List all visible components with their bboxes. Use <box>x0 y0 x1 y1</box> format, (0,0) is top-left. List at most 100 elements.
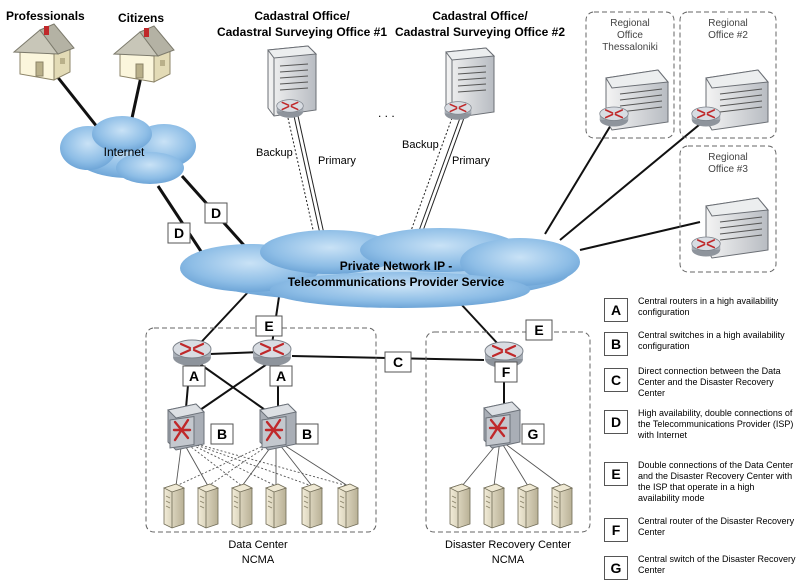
regional-3-line2: Office #3 <box>708 164 748 175</box>
label-e2: E <box>534 322 543 338</box>
backup-label-1: Backup <box>256 147 293 159</box>
regional-2-line2: Office #2 <box>708 30 748 41</box>
label-box-d1 <box>167 222 191 244</box>
router-a1-label: A <box>189 368 199 384</box>
primary-link-1a <box>293 115 325 253</box>
primary-link-2b <box>415 117 465 251</box>
label-c: C <box>393 354 403 370</box>
switch-g-label: G <box>528 426 539 442</box>
legend-item-e: E Double connections of the Data Center … <box>604 460 798 503</box>
backup-label-2: Backup <box>402 139 439 151</box>
recovery-server-1-icon <box>449 483 471 529</box>
legend-text-d: High availability, double connections of… <box>638 408 794 440</box>
legend-key-f: F <box>604 518 628 542</box>
internet-label: Internet <box>104 145 145 159</box>
label-box-c <box>384 351 412 373</box>
private-network-line1: Private Network IP - <box>340 259 453 273</box>
professionals-label: Professionals <box>6 9 85 23</box>
regional-3-box <box>679 145 777 273</box>
recovery-server-3-icon <box>517 483 539 529</box>
cadastral-office-1-router-icon <box>275 98 305 119</box>
data-center-server-4-icon <box>265 483 287 529</box>
link-a1-b2 <box>199 363 269 413</box>
link-professionals-internet <box>50 69 100 129</box>
cadastral-office-2-line2: Cadastral Surveying Office #2 <box>395 25 565 39</box>
cadastral-office-2-router-icon <box>443 100 473 121</box>
data-center-org: NCMA <box>242 554 275 566</box>
legend-key-a: A <box>604 298 628 322</box>
label-box-e2 <box>525 319 553 341</box>
legend-item-d: D High availability, double connections … <box>604 408 798 440</box>
cadastral-office-1-line1: Cadastral Office/ <box>254 9 350 23</box>
label-box-e1 <box>255 315 283 337</box>
legend-item-a: A Central routers in a high availability… <box>604 296 798 328</box>
recovery-server-4-icon <box>551 483 573 529</box>
data-center-router-2-icon <box>251 338 293 368</box>
legend-item-f: F Central router of the Disaster Recover… <box>604 516 798 548</box>
legend-key-c: C <box>604 368 628 392</box>
data-center-server-2-icon <box>197 483 219 529</box>
regional-thessaloniki-line3: Thessaloniki <box>602 42 658 53</box>
private-network-line2: Telecommunications Provider Service <box>288 275 505 289</box>
regional-3-line1: Regional <box>708 152 747 163</box>
legend-text-a: Central routers in a high availability c… <box>638 296 779 317</box>
regional-2-router-icon <box>690 106 722 128</box>
more-offices-ellipsis: . . . <box>378 106 395 120</box>
recovery-center-org: NCMA <box>492 554 525 566</box>
cadastral-links <box>287 115 465 253</box>
switch-b2-label: B <box>302 426 312 442</box>
switch-b1-label: B <box>217 426 227 442</box>
regional-2-line1: Regional <box>708 18 747 29</box>
data-center-switch-2-icon <box>258 402 298 452</box>
regional-thessaloniki-box <box>585 11 675 139</box>
regional-2-box <box>679 11 777 139</box>
citizens-house-icon <box>113 25 175 83</box>
data-center-name: Data Center <box>228 539 288 551</box>
legend-item-b: B Central switches in a high availabilit… <box>604 330 798 362</box>
label-d2: D <box>211 205 221 221</box>
private-network-cloud <box>180 228 580 308</box>
legend-text-c: Direct connection between the Data Cente… <box>638 366 781 398</box>
label-e1: E <box>264 318 273 334</box>
legend-item-g: G Central switch of the Disaster Recover… <box>604 554 798 586</box>
recovery-server-2-icon <box>483 483 505 529</box>
backup-link-1 <box>287 117 319 253</box>
citizens-label: Citizens <box>118 11 164 25</box>
legend-text-e: Double connections of the Data Center an… <box>638 460 794 503</box>
router-f-label: F <box>502 364 511 380</box>
regional-thessaloniki-line2: Office <box>617 30 643 41</box>
legend-key-e: E <box>604 462 628 486</box>
data-center-server-6-icon <box>337 483 359 529</box>
regional-thessaloniki-router-icon <box>598 106 630 128</box>
legend-text-g: Central switch of the Disaster Recovery … <box>638 554 796 575</box>
link-private-regional-thessaloniki <box>544 109 621 235</box>
recovery-center-name: Disaster Recovery Center <box>445 539 571 551</box>
legend-text-f: Central router of the Disaster Recovery … <box>638 516 795 537</box>
regional-3-router-icon <box>690 236 722 258</box>
router-a2-label: A <box>276 368 286 384</box>
server-links <box>175 439 563 487</box>
primary-link-2a <box>411 117 461 251</box>
legend-key-b: B <box>604 332 628 356</box>
data-center-server-3-icon <box>231 483 253 529</box>
link-private-regional-3 <box>579 221 701 251</box>
recovery-switch-icon <box>482 400 522 450</box>
regional-thessaloniki-line1: Regional <box>610 18 649 29</box>
legend-item-c: C Direct connection between the Data Cen… <box>604 366 798 398</box>
cadastral-office-1-line2: Cadastral Surveying Office #1 <box>217 25 387 39</box>
data-center-server-5-icon <box>301 483 323 529</box>
professionals-house-icon <box>13 23 75 81</box>
legend-key-g: G <box>604 556 628 580</box>
data-center-router-1-icon <box>171 338 213 368</box>
recovery-center-box <box>425 331 591 533</box>
legend-text-b: Central switches in a high availability … <box>638 330 785 351</box>
backup-link-2 <box>403 117 453 251</box>
legend-key-d: D <box>604 410 628 434</box>
primary-label-1: Primary <box>318 155 356 167</box>
label-box-d2 <box>204 202 228 224</box>
data-center-switch-1-icon <box>166 402 206 452</box>
cadastral-office-2-line1: Cadastral Office/ <box>432 9 528 23</box>
primary-link-1b <box>297 115 329 253</box>
link-a2-b1 <box>199 361 271 411</box>
